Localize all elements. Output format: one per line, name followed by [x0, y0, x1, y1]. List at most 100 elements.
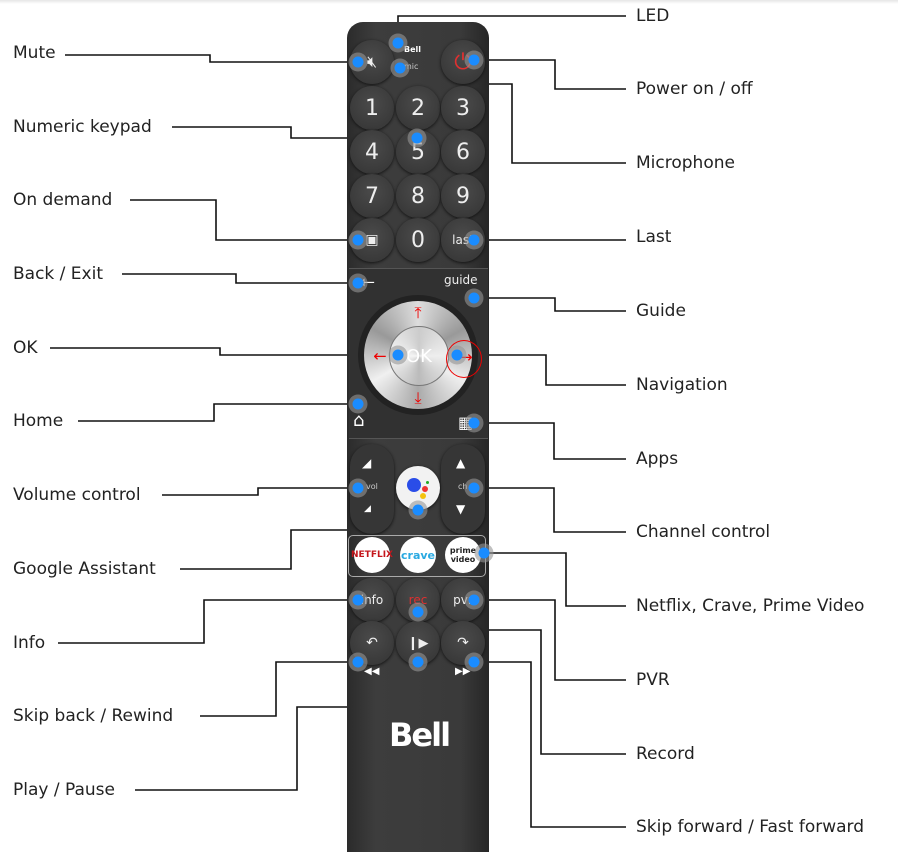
volume-down-icon: ◢: [364, 504, 371, 514]
channel-down-icon: ▼: [456, 502, 466, 516]
left-2-marker-dot: [352, 234, 364, 246]
annotation-circle: [446, 340, 482, 378]
ch-label: ch: [458, 482, 468, 491]
right-11-connector: [474, 661, 626, 828]
key-6[interactable]: 6: [441, 130, 485, 174]
right-0-marker-dot: [392, 37, 404, 49]
guide-button[interactable]: guide: [444, 273, 478, 287]
right-1-label: Power on / off: [636, 79, 753, 99]
mute-icon: 🔇︎: [366, 52, 378, 71]
right-7-connector: [474, 487, 626, 533]
right-10-marker-dot: [412, 606, 424, 618]
netflix-button[interactable]: NETFLIX: [351, 537, 393, 573]
right-4-label: Guide: [636, 301, 686, 321]
left-7-marker-dot: [412, 504, 424, 516]
right-2-label: Microphone: [636, 153, 735, 173]
right-5-marker-dot: [451, 349, 463, 361]
right-9-label: PVR: [636, 670, 670, 690]
right-3-label: Last: [636, 227, 672, 247]
left-0-connector: [65, 54, 358, 63]
right-9-connector: [474, 599, 626, 681]
left-6-marker-dot: [352, 482, 364, 494]
right-6-marker-dot: [468, 417, 480, 429]
fast-forward-icon[interactable]: ▶▶: [455, 666, 471, 677]
right-1-connector: [474, 59, 626, 90]
crave-button[interactable]: crave: [400, 537, 436, 573]
left-10-label: Play / Pause: [13, 780, 115, 800]
left-4-connector: [50, 347, 398, 356]
right-10-label: Record: [636, 744, 695, 764]
left-5-connector: [78, 403, 358, 422]
left-9-label: Skip back / Rewind: [13, 706, 174, 726]
arrow-left-icon: ←: [373, 346, 387, 366]
left-5-label: Home: [13, 411, 64, 431]
key-2[interactable]: 2: [396, 86, 440, 130]
skip-back-icon: ↶: [366, 635, 378, 651]
right-5-connector: [457, 354, 626, 386]
mic-label: mic: [404, 62, 419, 71]
back-icon[interactable]: ⇽: [360, 272, 376, 293]
left-9-connector: [200, 661, 358, 717]
left-2-label: On demand: [13, 190, 113, 210]
left-7-label: Google Assistant: [13, 559, 156, 579]
right-8-label: Netflix, Crave, Prime Video: [636, 596, 865, 616]
key-9[interactable]: 9: [441, 174, 485, 218]
arrow-down-icon: ⤓: [414, 388, 422, 407]
on-demand-icon: ▣: [365, 232, 379, 248]
play-pause-icon: ❙▶: [407, 635, 429, 651]
channel-up-icon: ▲: [456, 456, 466, 470]
prime-video-button[interactable]: prime video: [445, 537, 481, 573]
key-1[interactable]: 1: [350, 86, 394, 130]
right-6-connector: [474, 422, 626, 460]
right-4-connector: [474, 297, 626, 312]
left-1-label: Numeric keypad: [13, 117, 152, 137]
left-0-label: Mute: [13, 43, 56, 63]
key-0[interactable]: 0: [396, 218, 440, 262]
left-10-marker-dot: [412, 656, 424, 668]
key-4[interactable]: 4: [350, 130, 394, 174]
right-1-marker-dot: [468, 54, 480, 66]
google-assistant-button[interactable]: [396, 466, 440, 510]
left-6-connector: [162, 487, 358, 496]
right-11-label: Skip forward / Fast forward: [636, 817, 865, 837]
skip-forward-icon: ↷: [457, 635, 469, 651]
key-8[interactable]: 8: [396, 174, 440, 218]
right-4-marker-dot: [468, 292, 480, 304]
right-8-connector: [484, 552, 626, 607]
left-4-label: OK: [13, 338, 38, 358]
right-2-marker-dot: [394, 62, 406, 74]
right-5-label: Navigation: [636, 375, 728, 395]
left-8-label: Info: [13, 633, 46, 653]
right-0-label: LED: [636, 6, 670, 26]
left-9-marker-dot: [352, 656, 364, 668]
power-icon: ⏻: [454, 49, 472, 75]
right-8-marker-dot: [478, 547, 490, 559]
left-0-marker-dot: [352, 56, 364, 68]
top-edge: [0, 0, 898, 4]
left-1-marker-dot: [411, 132, 423, 144]
apps-icon[interactable]: ▦: [458, 413, 474, 432]
right-9-marker-dot: [468, 594, 480, 606]
right-6-label: Apps: [636, 449, 679, 469]
left-5-marker-dot: [352, 398, 364, 410]
right-7-marker-dot: [468, 482, 480, 494]
left-4-marker-dot: [392, 349, 404, 361]
vol-label: vol: [366, 482, 378, 491]
key-7[interactable]: 7: [350, 174, 394, 218]
led-brand: Bell: [404, 45, 422, 54]
volume-up-icon: ◢: [362, 456, 372, 470]
key-3[interactable]: 3: [441, 86, 485, 130]
left-6-label: Volume control: [13, 485, 141, 505]
last-button[interactable]: last: [441, 218, 485, 262]
left-3-connector: [122, 273, 358, 284]
left-2-connector: [130, 199, 358, 241]
left-8-marker-dot: [352, 594, 364, 606]
left-3-marker-dot: [352, 277, 364, 289]
right-7-label: Channel control: [636, 522, 771, 542]
right-3-marker-dot: [468, 234, 480, 246]
bell-logo: Bell: [389, 716, 451, 754]
home-icon[interactable]: ⌂: [353, 410, 365, 431]
google-assistant-icon: [405, 475, 431, 501]
right-11-marker-dot: [468, 656, 480, 668]
rewind-icon[interactable]: ◀◀: [364, 666, 380, 677]
